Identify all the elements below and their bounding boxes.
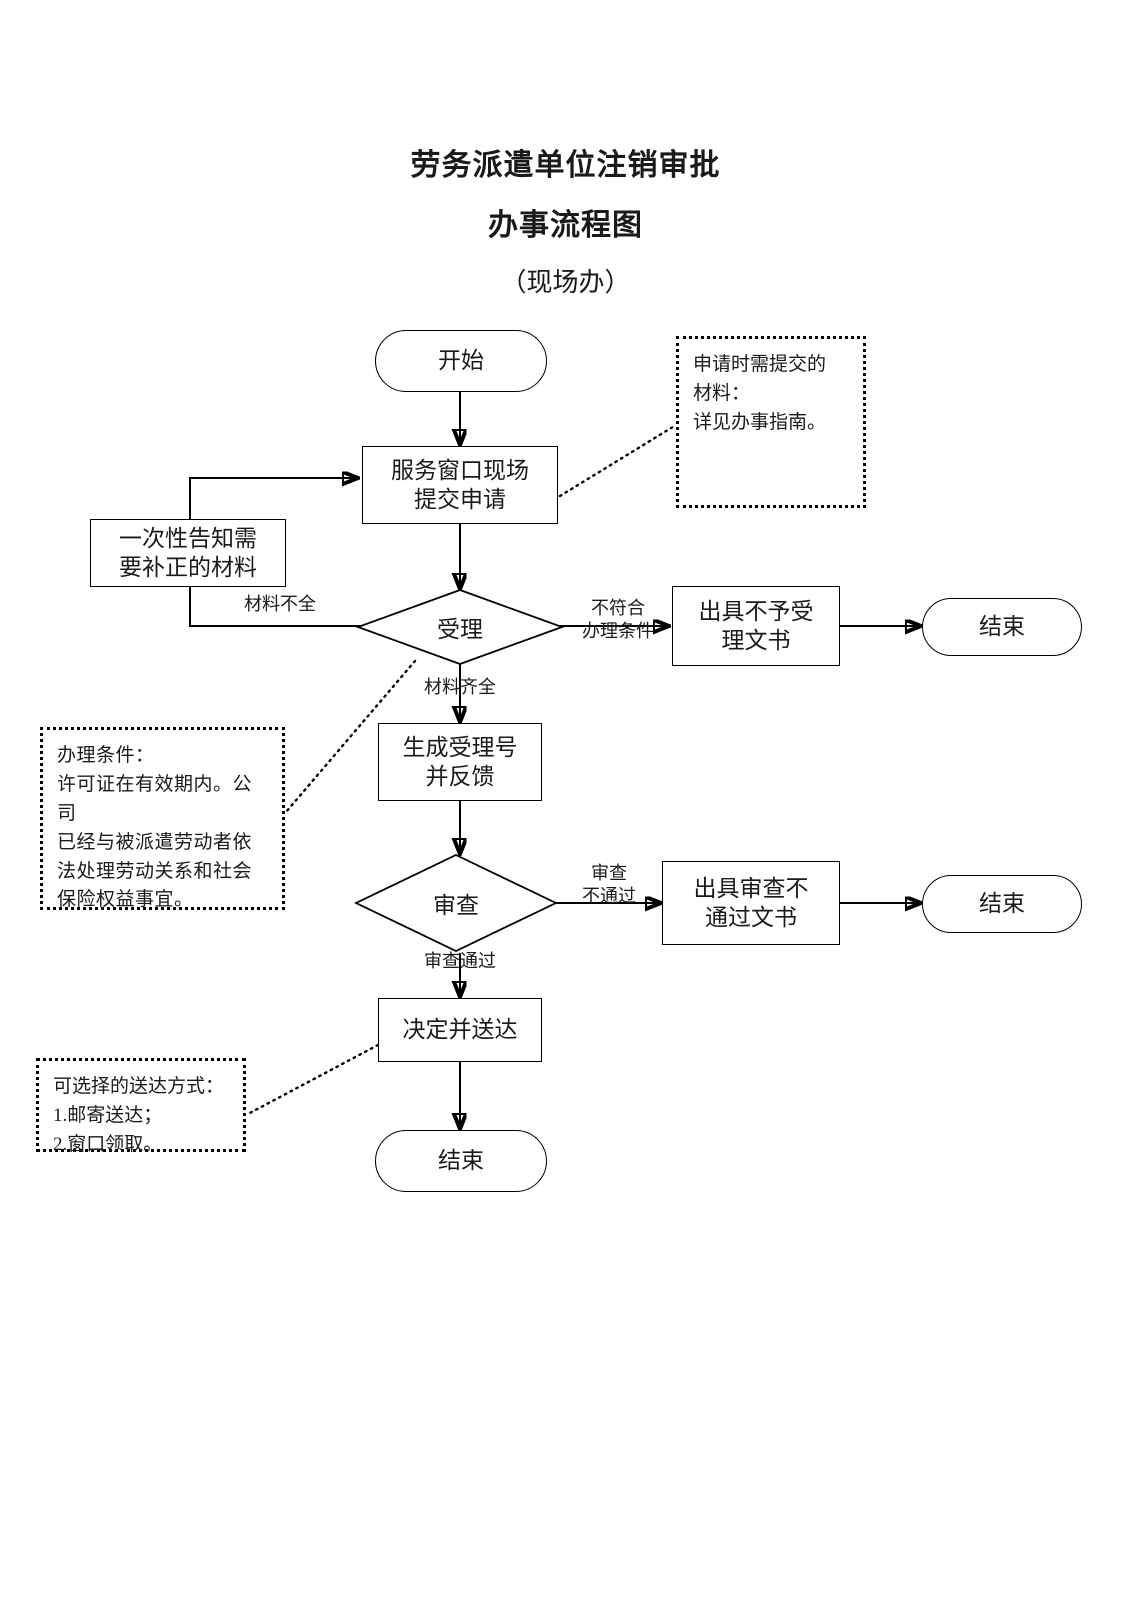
- node-one-time-notification[interactable]: 一次性告知需 要补正的材料: [90, 519, 286, 587]
- note-required-materials: 申请时需提交的 材料： 详见办事指南。: [676, 336, 866, 508]
- node-accept-decision[interactable]: 受理: [356, 588, 564, 666]
- node-end-rejected[interactable]: 结束: [922, 598, 1082, 656]
- node-issue-rejection-document[interactable]: 出具不予受 理文书: [672, 586, 840, 666]
- node-review-decision[interactable]: 审查: [354, 853, 558, 953]
- page-title-line2: 办事流程图: [488, 209, 643, 242]
- node-start[interactable]: 开始: [375, 330, 547, 392]
- page-title-line1: 劳务派遣单位注销审批: [410, 149, 721, 182]
- edge-label-not-eligible: 不符合 办理条件: [582, 598, 654, 641]
- leader-submit-materials: [558, 423, 678, 498]
- note-delivery-methods: 可选择的送达方式： 1.邮寄送达； 2.窗口领取。: [36, 1058, 246, 1155]
- page-subtitle: （现场办）: [500, 268, 631, 297]
- node-review-label: 审查: [433, 893, 479, 918]
- node-end-review-failed[interactable]: 结束: [922, 875, 1082, 933]
- node-decide-and-deliver[interactable]: 决定并送达: [378, 998, 542, 1062]
- node-submit-application[interactable]: 服务窗口现场 提交申请: [362, 446, 558, 524]
- node-accept-label: 受理: [437, 617, 483, 642]
- leader-decide-delivery: [246, 1043, 380, 1116]
- node-generate-acceptance-number[interactable]: 生成受理号 并反馈: [378, 723, 542, 801]
- edge-label-incomplete-materials: 材料不全: [244, 594, 316, 614]
- edge-label-review-passed: 审查通过: [424, 951, 496, 971]
- note-handling-conditions: 办理条件： 许可证在有效期内。公司 已经与被派遣劳动者依 法处理劳动关系和社会 …: [40, 727, 285, 910]
- node-issue-review-failure-document[interactable]: 出具审查不 通过文书: [662, 861, 840, 945]
- edge-label-review-failed: 审查 不通过: [582, 863, 636, 906]
- node-end-completed[interactable]: 结束: [375, 1130, 547, 1192]
- edge-notify-submit: [189, 478, 357, 519]
- edge-label-complete-materials: 材料齐全: [424, 677, 496, 697]
